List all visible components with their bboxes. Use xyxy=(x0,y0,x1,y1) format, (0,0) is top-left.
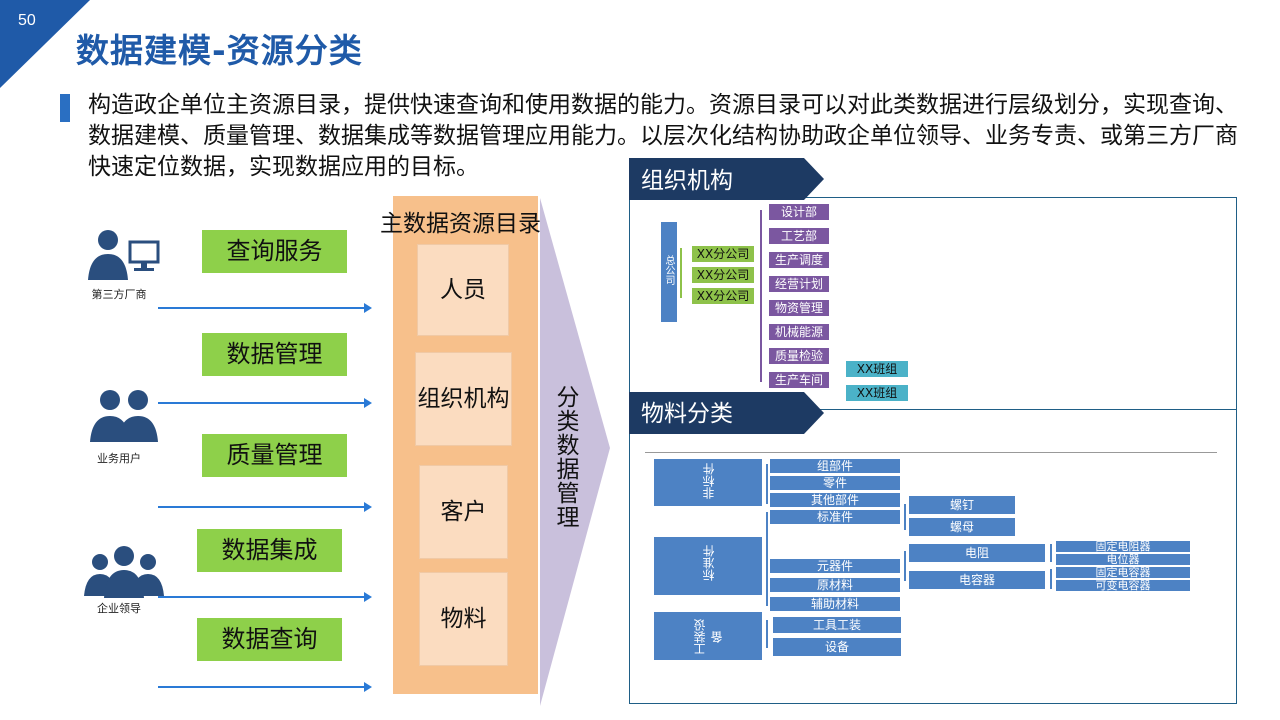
item-standard-part[interactable]: 标准件 xyxy=(770,510,900,524)
group-nonstandard-label: 非标件 xyxy=(701,463,716,499)
org-panel xyxy=(629,197,1237,411)
item-tools[interactable]: 工具工装 xyxy=(773,617,901,633)
corner-triangle xyxy=(0,0,90,88)
catalog-item-personnel[interactable]: 人员 xyxy=(417,244,509,336)
department-energy[interactable]: 机械能源 xyxy=(769,324,829,340)
org-root-label: 总公司 xyxy=(663,255,674,285)
connector xyxy=(760,210,762,382)
team-1[interactable]: XX班组 xyxy=(846,361,908,377)
subsidiary-1[interactable]: XX分公司 xyxy=(692,246,754,262)
flow-arrow xyxy=(158,398,372,408)
page-number: 50 xyxy=(18,12,36,29)
third-party-vendor-label: 第三方厂商 xyxy=(91,288,147,301)
item-auxiliary[interactable]: 辅助材料 xyxy=(770,597,900,611)
item-other[interactable]: 其他部件 xyxy=(770,493,900,507)
department-materials[interactable]: 物资管理 xyxy=(769,300,829,316)
item-equipment[interactable]: 设备 xyxy=(773,638,901,656)
group-tooling[interactable]: 工装设备 xyxy=(654,612,762,660)
org-banner-bg xyxy=(629,158,824,200)
catalog-item-customer[interactable]: 客户 xyxy=(419,465,508,559)
flow-arrow xyxy=(158,682,372,692)
department-process[interactable]: 工艺部 xyxy=(769,228,829,244)
department-design[interactable]: 设计部 xyxy=(769,204,829,220)
business-user-icon xyxy=(86,386,162,446)
connector xyxy=(766,464,768,504)
group-standard-label: 标准件 xyxy=(701,545,716,581)
team-2[interactable]: XX班组 xyxy=(846,385,908,401)
connector xyxy=(766,512,768,606)
catalog-title: 主数据资源目录 xyxy=(380,211,541,237)
item-fixed-resistor[interactable]: 固定电阻器 xyxy=(1056,541,1190,552)
third-party-vendor-icon xyxy=(86,228,162,284)
group-standard[interactable]: 标准件 xyxy=(654,537,762,595)
item-part[interactable]: 零件 xyxy=(770,476,900,490)
enterprise-leader-icon xyxy=(84,544,164,600)
bullet-marker xyxy=(60,94,70,122)
classification-triangle xyxy=(540,198,610,706)
service-query[interactable]: 查询服务 xyxy=(202,230,347,273)
subsidiary-3[interactable]: XX分公司 xyxy=(692,288,754,304)
connector xyxy=(904,504,906,530)
material-banner-bg xyxy=(629,392,824,434)
catalog-item-organization[interactable]: 组织机构 xyxy=(415,352,512,446)
subsidiary-2[interactable]: XX分公司 xyxy=(692,267,754,283)
divider-line xyxy=(645,452,1217,453)
item-potentiometer[interactable]: 电位器 xyxy=(1056,554,1190,565)
department-scheduling[interactable]: 生产调度 xyxy=(769,252,829,268)
group-nonstandard[interactable]: 非标件 xyxy=(654,459,762,506)
flow-arrow xyxy=(158,502,372,512)
flow-arrow xyxy=(158,303,372,313)
item-capacitor[interactable]: 电容器 xyxy=(909,571,1045,589)
item-raw-material[interactable]: 原材料 xyxy=(770,578,900,592)
connector xyxy=(766,620,768,648)
service-quality-management[interactable]: 质量管理 xyxy=(202,434,347,477)
department-quality[interactable]: 质量检验 xyxy=(769,348,829,364)
flow-arrow xyxy=(158,592,372,602)
org-root xyxy=(661,222,677,322)
connector xyxy=(904,551,906,581)
item-nut[interactable]: 螺母 xyxy=(909,518,1015,536)
service-data-management[interactable]: 数据管理 xyxy=(202,333,347,376)
department-planning[interactable]: 经营计划 xyxy=(769,276,829,292)
item-resistor[interactable]: 电阻 xyxy=(909,544,1045,562)
item-variable-capacitor[interactable]: 可变电容器 xyxy=(1056,580,1190,591)
connector xyxy=(1050,569,1052,589)
catalog-item-material[interactable]: 物料 xyxy=(419,572,508,666)
business-user-label: 业务用户 xyxy=(97,452,141,465)
group-tooling-label: 工装设备 xyxy=(693,619,724,655)
connector xyxy=(1050,544,1052,562)
description-text: 构造政企单位主资源目录，提供快速查询和使用数据的能力。资源目录可以对此类数据进行… xyxy=(88,92,1238,180)
org-banner: 组织机构 xyxy=(641,168,733,194)
service-data-query[interactable]: 数据查询 xyxy=(197,618,342,661)
service-data-integration[interactable]: 数据集成 xyxy=(197,529,342,572)
item-screw[interactable]: 螺钉 xyxy=(909,496,1015,514)
page-title: 数据建模-资源分类 xyxy=(76,31,363,70)
enterprise-leader-label: 企业领导 xyxy=(97,602,141,615)
department-workshop[interactable]: 生产车间 xyxy=(769,372,829,388)
item-component[interactable]: 元器件 xyxy=(770,559,900,573)
classification-label: 分类数据管理 xyxy=(552,385,578,529)
item-assembly[interactable]: 组部件 xyxy=(770,459,900,473)
item-fixed-capacitor[interactable]: 固定电容器 xyxy=(1056,567,1190,578)
material-banner: 物料分类 xyxy=(641,401,733,427)
connector xyxy=(680,248,682,298)
